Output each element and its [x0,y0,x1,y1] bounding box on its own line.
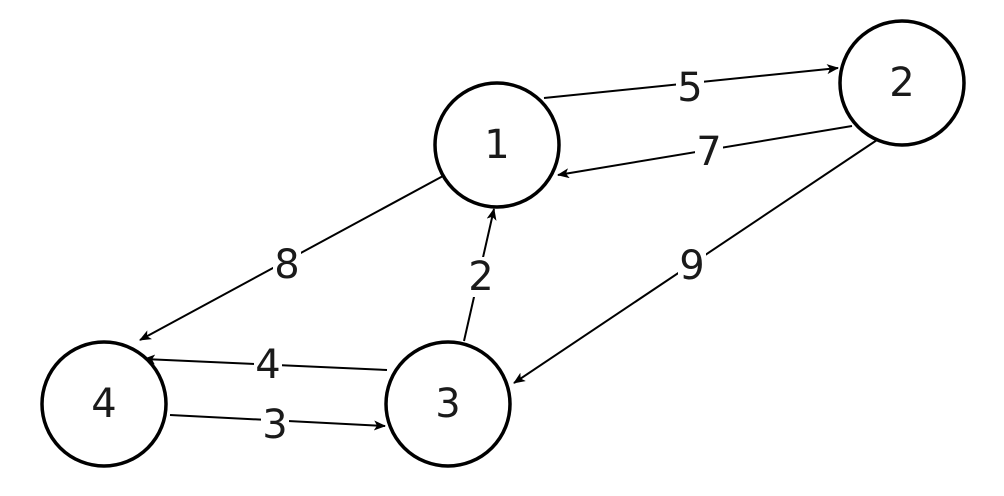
node-circle [433,81,561,209]
edge-3-to-1: 2 [463,208,497,342]
edges-layer: 5 7 8 2 9 4 3 [139,64,878,448]
edge-weight-background [467,257,495,297]
edge-weight-background [678,246,706,286]
edge-1-to-4: 8 [139,175,444,341]
edge-4-to-3: 3 [169,402,386,448]
edge-weight-background [254,345,282,385]
node-1: 1 [433,81,561,209]
node-3: 3 [384,340,512,468]
node-circle [838,19,966,147]
edge-weight-label: 8 [274,242,299,288]
node-label: 4 [91,381,116,427]
node-circle [40,340,168,468]
node-2: 2 [838,19,966,147]
edge-1-to-2: 5 [543,64,839,111]
nodes-layer: 1 2 3 4 [40,19,966,468]
edge-weight-label: 9 [679,243,704,289]
edge-weight-label: 2 [468,254,493,300]
edge-weight-background [676,68,704,108]
edge-weight-label: 4 [255,342,280,388]
edge-weight-label: 5 [677,65,702,111]
edge-weight-label: 7 [696,129,721,175]
edge-weight-background [273,245,301,285]
node-label: 3 [435,381,460,427]
edge-2-to-1: 7 [557,125,853,179]
edge-3-to-4: 4 [143,342,388,388]
edge-weight-background [261,405,289,445]
node-4: 4 [40,340,168,468]
edge-weight-background [695,132,723,172]
edge-2-to-3: 9 [513,139,878,384]
node-label: 1 [484,122,509,168]
node-circle [384,340,512,468]
node-label: 2 [889,60,914,106]
edge-weight-label: 3 [262,402,287,448]
